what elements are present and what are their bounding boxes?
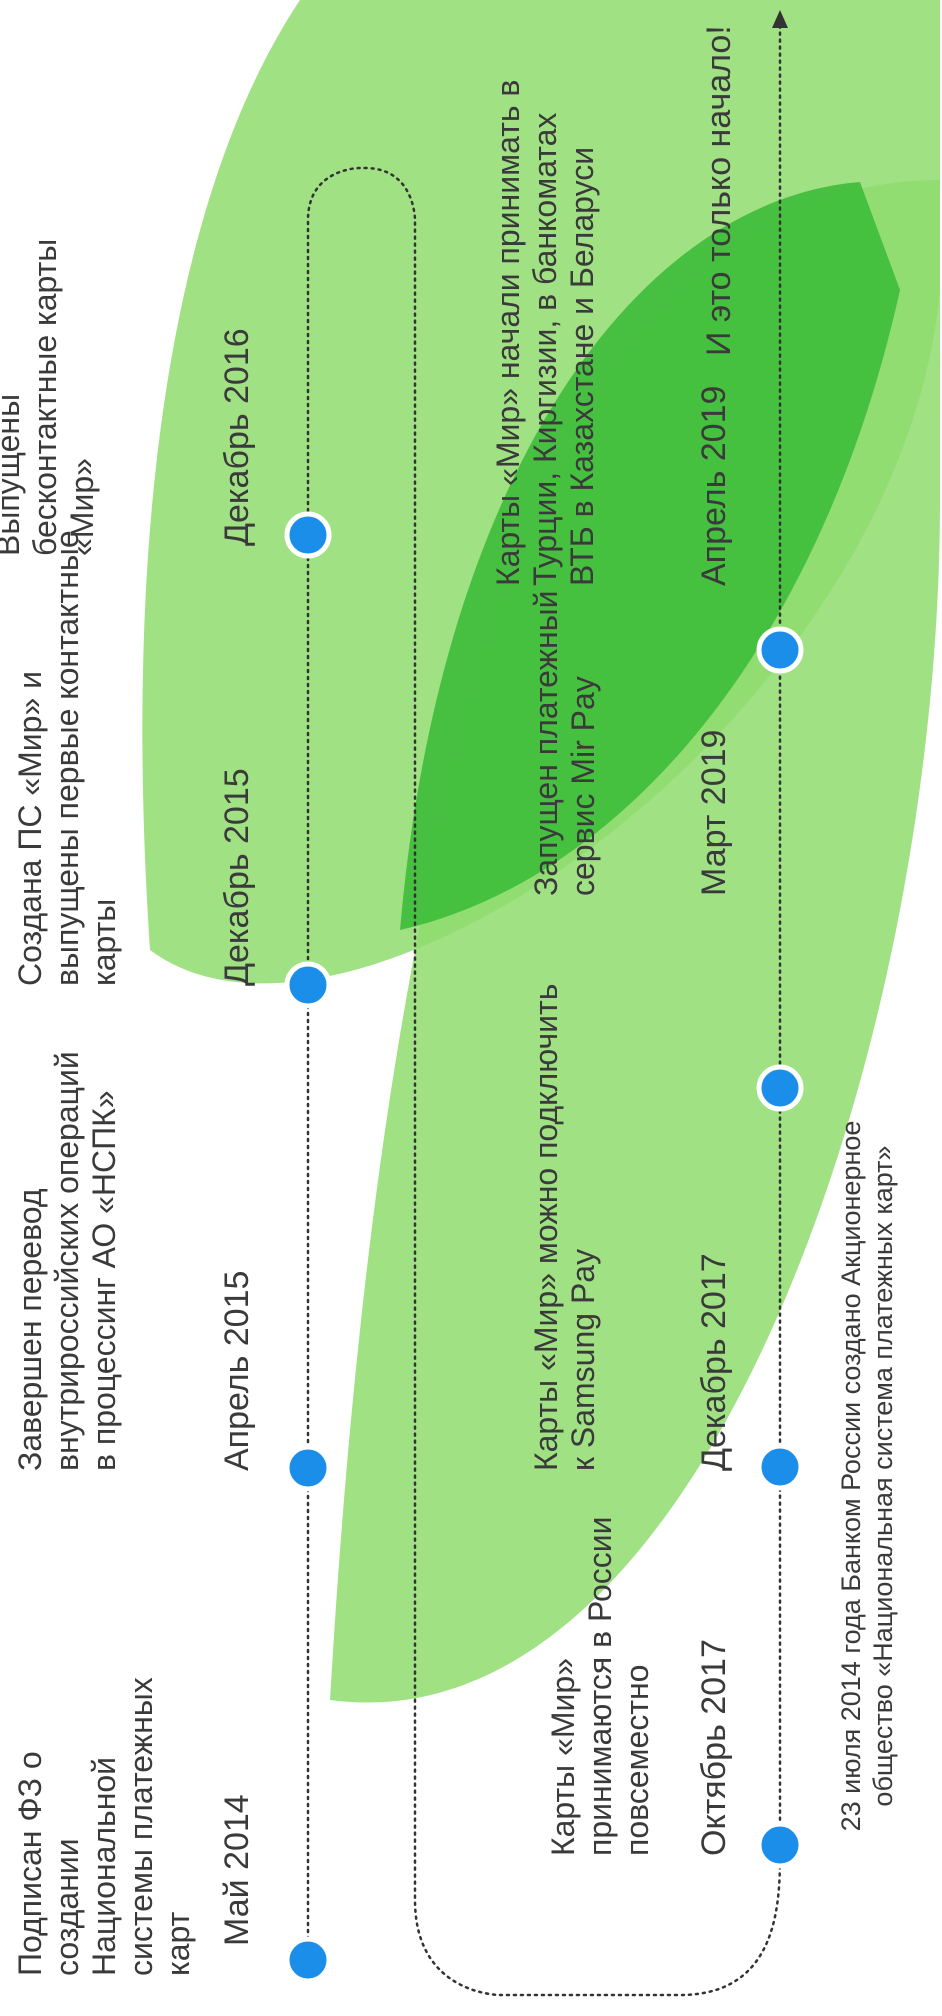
timeline-dot-may-2014 xyxy=(284,1936,332,1984)
arrow-head xyxy=(772,10,788,28)
timeline-dot-apr-2015 xyxy=(284,1444,332,1492)
timeline-dot-dec-2015 xyxy=(284,961,332,1009)
event-date-dec-2016: Декабрь 2016 xyxy=(218,328,256,546)
timeline-path xyxy=(306,18,782,1997)
closing-message: И это только начало! xyxy=(700,25,738,356)
event-text-may-2014: Подписан ФЗ о создании Национальной сист… xyxy=(12,1677,196,1976)
event-date-mar-2019: Март 2019 xyxy=(695,729,733,896)
timeline-dot-dec-2016 xyxy=(284,511,332,559)
event-text-mar-2019: Запущен платежный сервис Mir Pay xyxy=(528,590,601,896)
event-date-dec-2015: Декабрь 2015 xyxy=(218,768,256,986)
timeline-dot-mar-2019 xyxy=(756,1064,804,1112)
event-text-apr-2019: Карты «Мир» начали принимать в Турции, К… xyxy=(490,79,600,586)
event-text-apr-2015: Завершен перевод внутрироссийских операц… xyxy=(12,1051,122,1471)
footnote: 23 июля 2014 года Банком России создано … xyxy=(836,1120,898,1832)
timeline-dot-apr-2019 xyxy=(756,626,804,674)
event-text-dec-2017: Карты «Мир» можно подключить к Samsung P… xyxy=(528,983,601,1471)
timeline-dot-oct-2017 xyxy=(756,1821,804,1869)
event-date-dec-2017: Декабрь 2017 xyxy=(695,1253,733,1471)
timeline-dot-dec-2017 xyxy=(756,1443,804,1491)
event-text-dec-2015: Создана ПС «Мир» и выпущены первые конта… xyxy=(12,530,122,986)
event-date-apr-2019: Апрель 2019 xyxy=(695,385,733,586)
event-date-may-2014: Май 2014 xyxy=(218,1794,256,1946)
event-text-oct-2017: Карты «Мир» принимаются в России повсеме… xyxy=(545,1516,655,1856)
event-date-oct-2017: Октябрь 2017 xyxy=(695,1639,733,1856)
event-date-apr-2015: Апрель 2015 xyxy=(218,1270,256,1471)
leaf-overlap xyxy=(400,182,900,930)
event-text-dec-2016: Выпущены бесконтактные карты «Мир» xyxy=(0,238,100,556)
